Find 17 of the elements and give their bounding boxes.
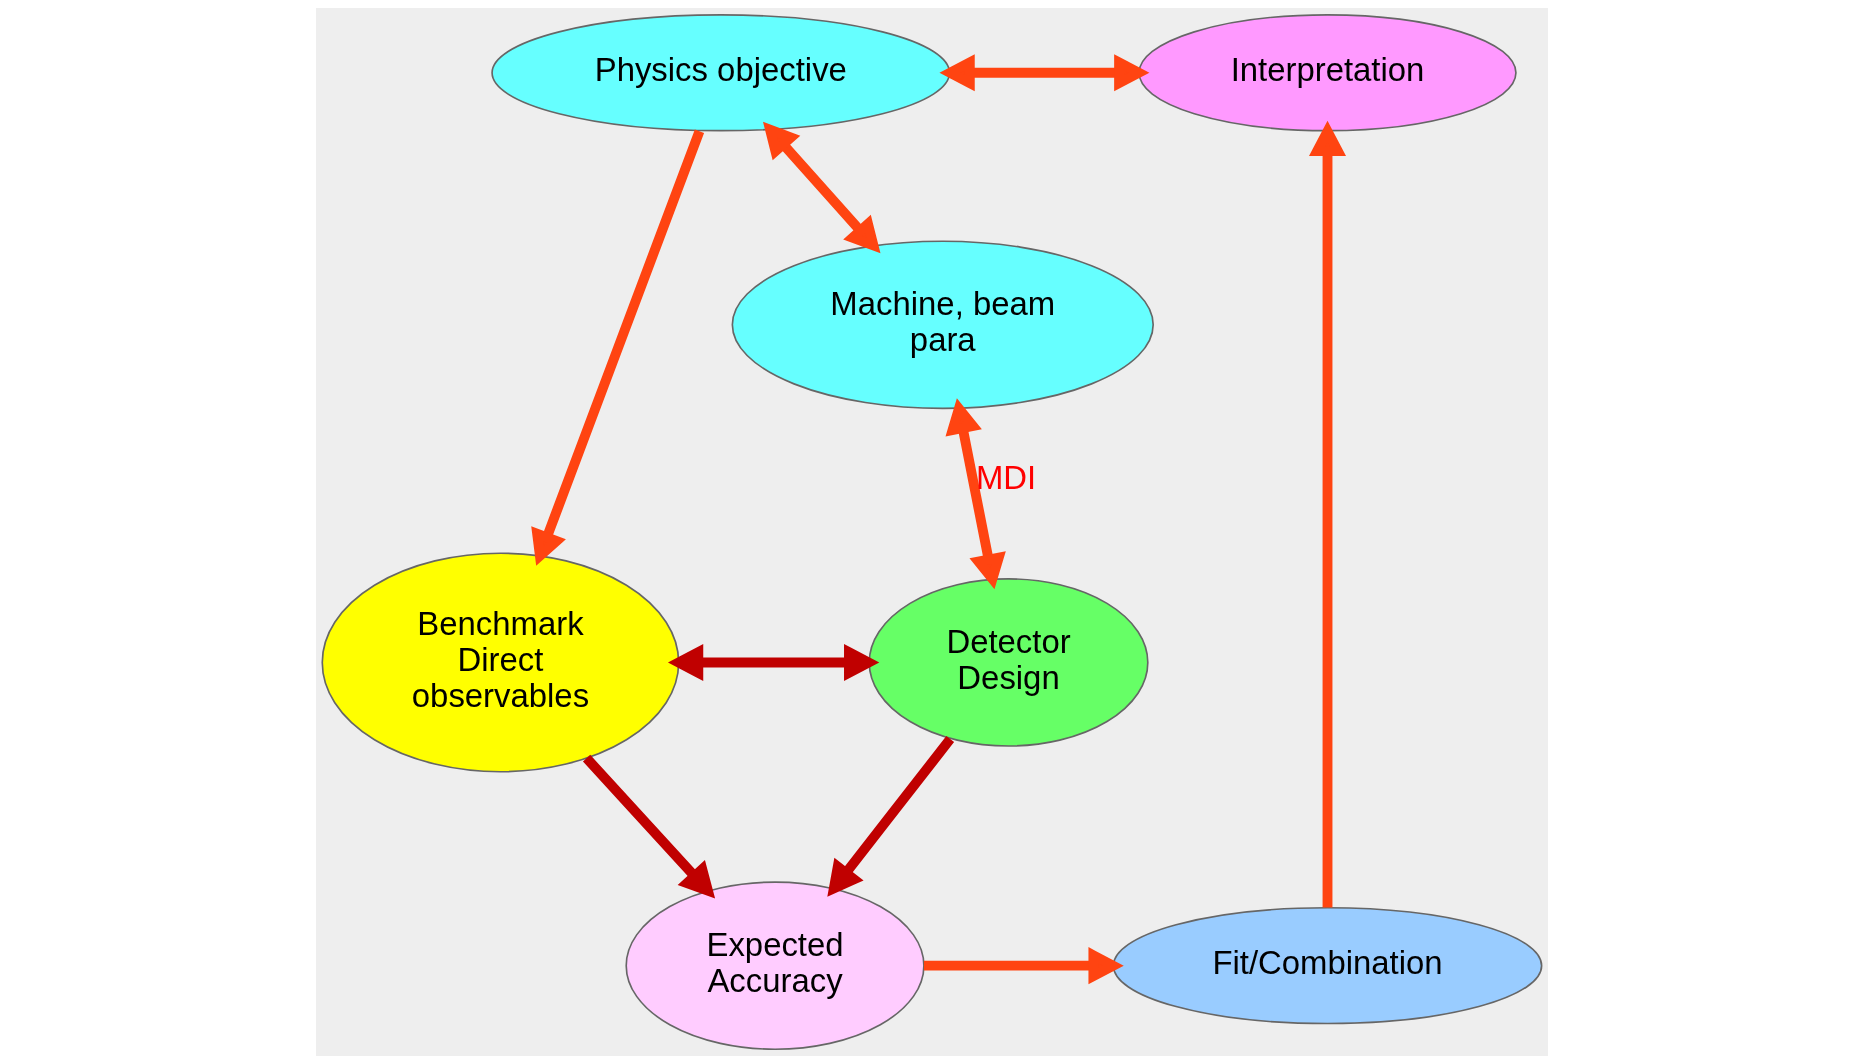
arrow: [763, 121, 881, 254]
node-ellipse: Detector Design: [868, 578, 1149, 747]
arrow: [582, 754, 716, 899]
arrow: [939, 54, 1150, 92]
arrow: [827, 736, 955, 897]
node-ellipse: Physics objective: [491, 14, 951, 132]
arrow: [945, 398, 1006, 590]
arrow: [1309, 120, 1347, 908]
arrow: [667, 643, 880, 681]
arrow: [531, 129, 705, 566]
edge-label: MDI: [975, 459, 1037, 497]
node-ellipse: Benchmark Direct observables: [321, 552, 680, 773]
node-ellipse: Interpretation: [1138, 14, 1517, 132]
arrow: [923, 947, 1124, 985]
node-ellipse: Fit/Combination: [1112, 906, 1543, 1025]
node-ellipse: Expected Accuracy: [625, 881, 925, 1050]
node-ellipse: Machine, beam para: [731, 240, 1154, 410]
